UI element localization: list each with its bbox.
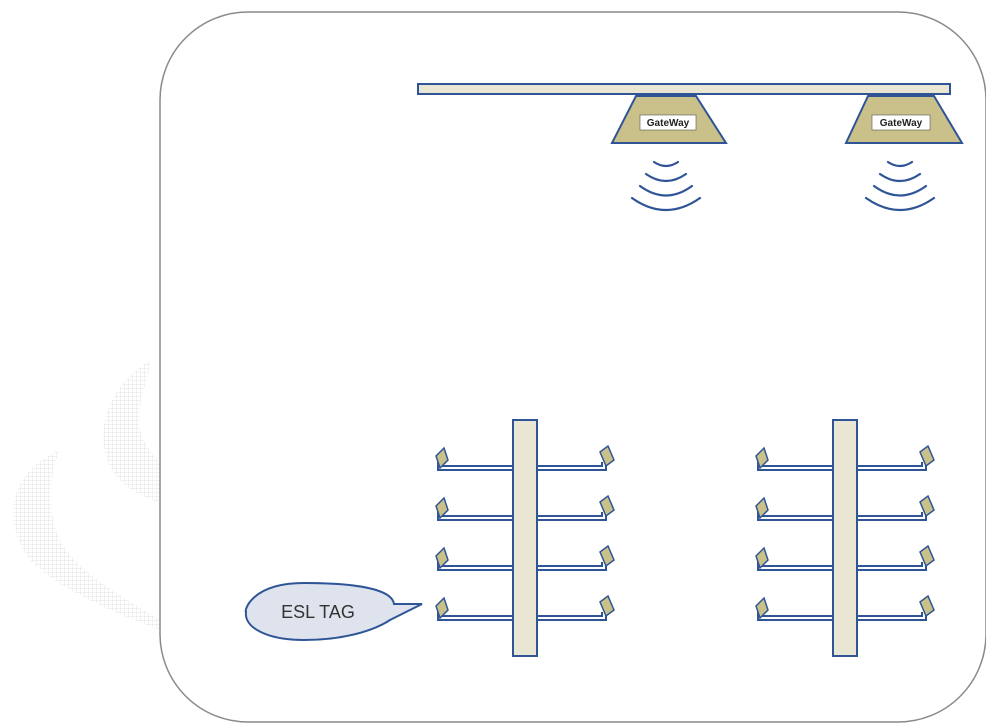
gateway-label: GateWay xyxy=(647,118,690,129)
shelf-pillar xyxy=(513,420,537,656)
gateway-label: GateWay xyxy=(880,118,923,129)
esl-tag-label: ESL TAG xyxy=(281,602,355,622)
shelf-pillar xyxy=(833,420,857,656)
ceiling-bar xyxy=(418,84,950,94)
